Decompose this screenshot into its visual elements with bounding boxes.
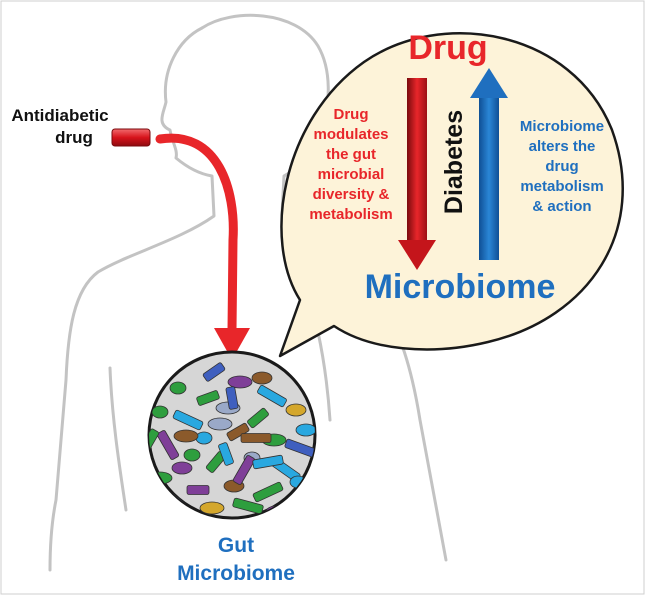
microbe-ellipse [151,405,169,419]
microbe-rect [172,409,204,431]
microbe-rect [240,433,272,443]
microbe-ellipse [195,431,213,445]
microbiome-effect-line: drug [545,158,578,175]
microbiome-effect-line: alters the [529,138,596,155]
microbe-ellipse [295,423,315,437]
microbe-ellipse [171,461,193,475]
gut-label-line1: Gut [218,534,254,557]
drug-effect-line: Drug [334,106,369,123]
microbe-ellipse [251,371,273,385]
drug-effect-line: diversity & [313,186,390,203]
microbe-rect [202,362,226,382]
microbe-ellipse [173,429,199,443]
microbiome-title: Microbiome [365,268,556,306]
microbe-rect [232,455,256,485]
microbe-rect [252,481,284,503]
pill-icon [111,128,151,147]
gut-label-line2: Microbiome [177,562,295,585]
speech-bubble [278,32,624,358]
drug-title: Drug [408,29,487,67]
gut-microbiome-circle [147,350,317,520]
microbiome-to-drug-arrow [470,68,508,260]
transport-arrowhead [214,328,250,360]
drug-effect-line: microbial [318,166,385,183]
microbiome-effect-text: Microbiome alters the drug metabolism & … [520,118,604,215]
microbe-rect [225,386,239,410]
microbe-rect [218,442,234,466]
microbe-rect [196,390,220,406]
antidiabetic-label-line1: Antidiabetic [11,106,108,125]
microbe-rect [149,428,160,452]
microbe-ellipse [169,381,187,395]
antidiabetic-label-line2: drug [55,128,93,147]
microbe-rect [247,407,269,429]
transport-arrow [155,133,238,335]
microbe-rect [232,497,264,515]
microbe-rect [252,454,284,470]
microbe-rect [186,485,210,495]
drug-to-microbiome-arrow [398,78,436,270]
drug-effect-line: the gut [326,146,376,163]
diabetes-label: Diabetes [440,110,468,214]
microbe-rect [257,384,287,408]
microbe-ellipse [183,448,201,462]
microbe-layer [149,362,315,518]
microbe-rect [156,430,180,460]
drug-effect-line: modulates [313,126,388,143]
drug-effect-text: Drug modulates the gut microbial diversi… [309,106,392,223]
microbiome-effect-line: & action [532,198,591,215]
microbe-rect [226,422,250,442]
microbiome-effect-line: Microbiome [520,118,604,135]
drug-effect-line: metabolism [309,206,392,223]
microbe-ellipse [199,501,225,515]
microbe-ellipse [227,375,253,389]
microbe-ellipse [207,417,233,431]
microbe-ellipse [285,403,307,417]
microbiome-effect-line: metabolism [520,178,603,195]
